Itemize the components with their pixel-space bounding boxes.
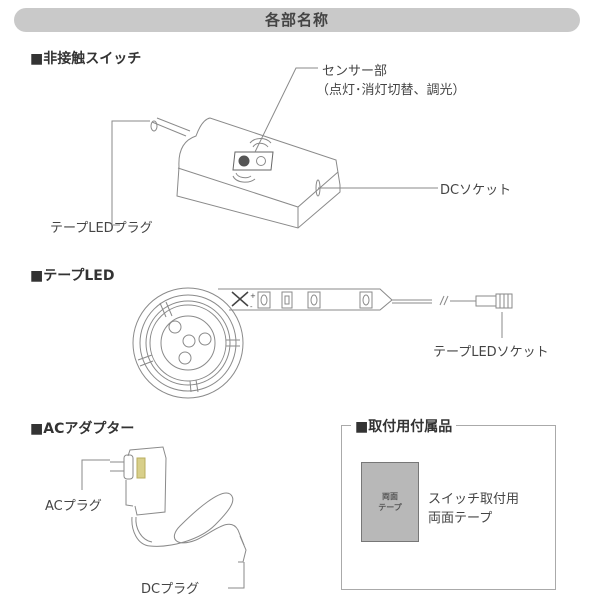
ac-adapter-illustration: [81, 446, 247, 589]
sensor-icon: [232, 138, 274, 183]
ac-adapter-heading: ■ACアダプター: [30, 421, 135, 437]
tape-led-socket-label: テープLEDソケット: [433, 345, 549, 360]
sensor-note-label: （点灯･消灯切替、調光）: [316, 83, 466, 98]
accessory-description: スイッチ取付用 両面テープ: [428, 490, 519, 528]
dc-socket-label: DCソケット: [440, 183, 512, 198]
desc-line1: スイッチ取付用: [428, 492, 520, 507]
double-sided-tape-swatch: 両面 テープ: [361, 462, 419, 542]
ac-plug-label: ACプラグ: [45, 499, 102, 514]
accessories-heading: ■取付用付属品: [351, 416, 457, 436]
swatch-line1: 両面: [382, 492, 398, 501]
svg-text:+: +: [250, 292, 256, 300]
tape-led-heading: ■テープLED: [30, 268, 115, 284]
svg-text:-: -: [250, 303, 253, 311]
desc-line2: 両面テープ: [428, 511, 493, 526]
sensor-label: センサー部: [322, 64, 388, 79]
page-title: 各部名称: [14, 8, 580, 32]
switch-illustration: [111, 67, 438, 229]
switch-heading: ■非接触スイッチ: [30, 51, 142, 67]
led-plug-label: テープLEDプラグ: [50, 221, 153, 236]
tape-led-illustration: + -: [132, 287, 513, 399]
dc-plug-label: DCプラグ: [141, 582, 200, 597]
swatch-line2: テープ: [378, 503, 402, 512]
